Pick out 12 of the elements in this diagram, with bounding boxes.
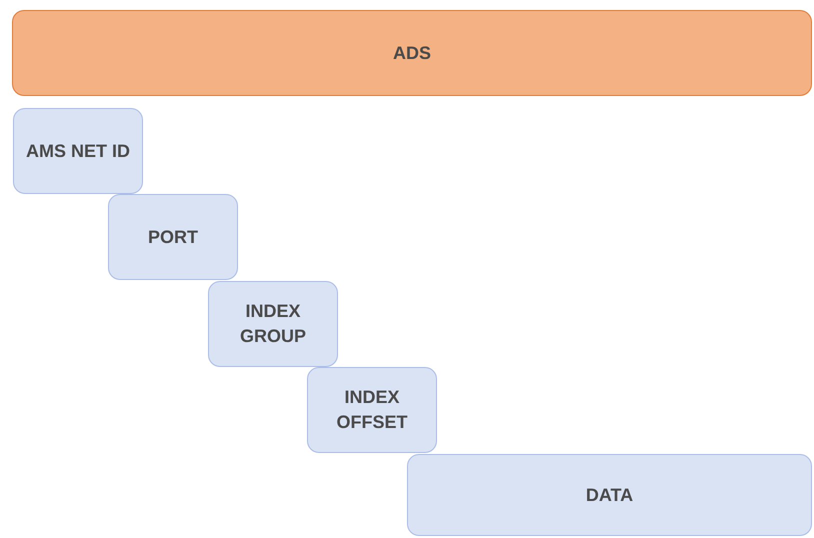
field-label: INDEX OFFSET <box>336 386 408 434</box>
field-box <box>13 108 143 194</box>
field-label: PORT <box>146 226 199 248</box>
field-label: ADS <box>392 42 432 64</box>
field-label: INDEX GROUP <box>238 300 307 348</box>
field-box <box>108 194 238 280</box>
field-box <box>208 281 338 367</box>
field-box <box>307 367 437 453</box>
field-label: DATA <box>584 484 634 506</box>
header-bar <box>12 10 812 96</box>
field-label: AMS NET ID <box>25 140 132 162</box>
field-box <box>407 454 812 536</box>
